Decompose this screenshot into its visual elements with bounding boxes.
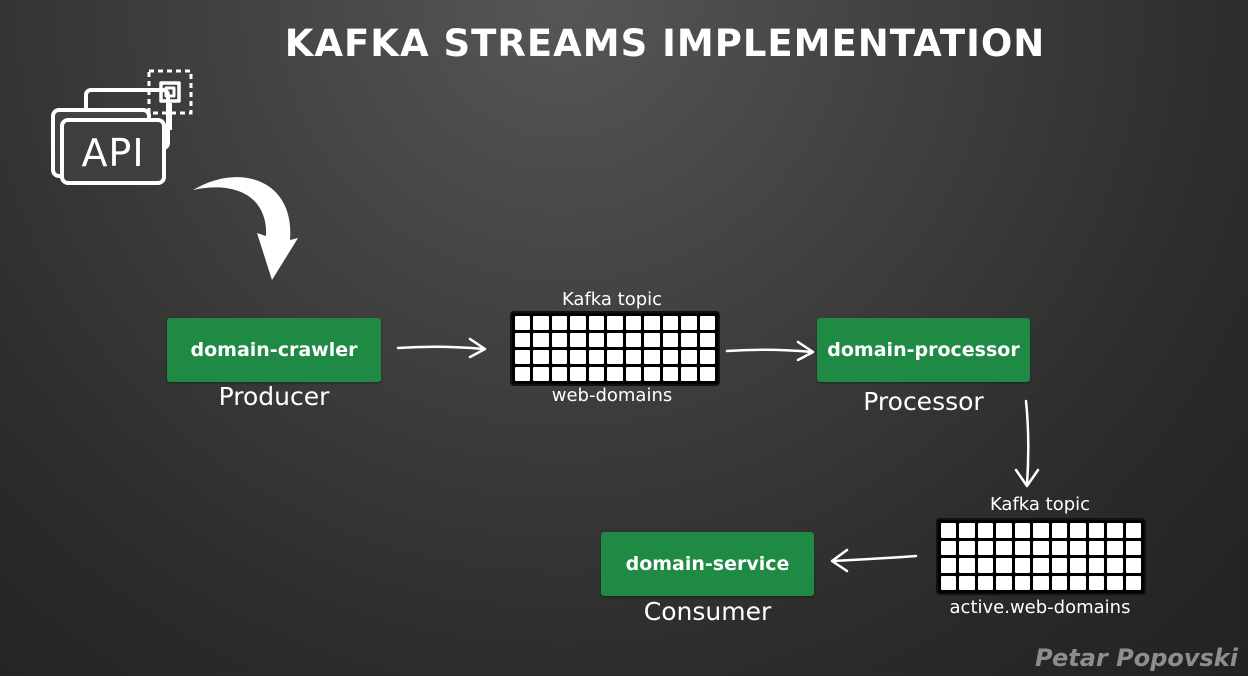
consumer-node: domain-service <box>601 532 814 596</box>
processor-role: Processor <box>863 387 984 416</box>
api-label: API <box>81 131 144 175</box>
author-signature: Petar Popovski <box>1035 644 1238 672</box>
producer-name: domain-crawler <box>190 339 358 361</box>
arrow-producer-to-topic <box>396 337 487 359</box>
page-title: KAFKA STREAMS IMPLEMENTATION <box>284 22 1046 65</box>
consumer-name: domain-service <box>625 553 790 575</box>
curved-arrow-icon <box>193 177 298 280</box>
arrow-processor-to-topic <box>1014 399 1040 488</box>
arrow-topic-to-processor <box>725 340 815 362</box>
arrow-topic-to-consumer <box>830 548 918 573</box>
topic-web-domains-icon <box>510 311 720 386</box>
topic-label: Kafka topic <box>561 289 663 310</box>
topic-name: active.web-domains <box>949 597 1131 618</box>
topic-active-web-domains-icon <box>936 518 1146 595</box>
topic-label: Kafka topic <box>989 494 1091 515</box>
topic-name: web-domains <box>551 385 673 406</box>
api-cards-icon: API <box>51 69 193 185</box>
processor-name: domain-processor <box>827 339 1020 361</box>
consumer-role: Consumer <box>643 597 772 626</box>
producer-role: Producer <box>218 382 330 411</box>
processor-node: domain-processor <box>817 318 1030 382</box>
producer-node: domain-crawler <box>167 318 381 382</box>
